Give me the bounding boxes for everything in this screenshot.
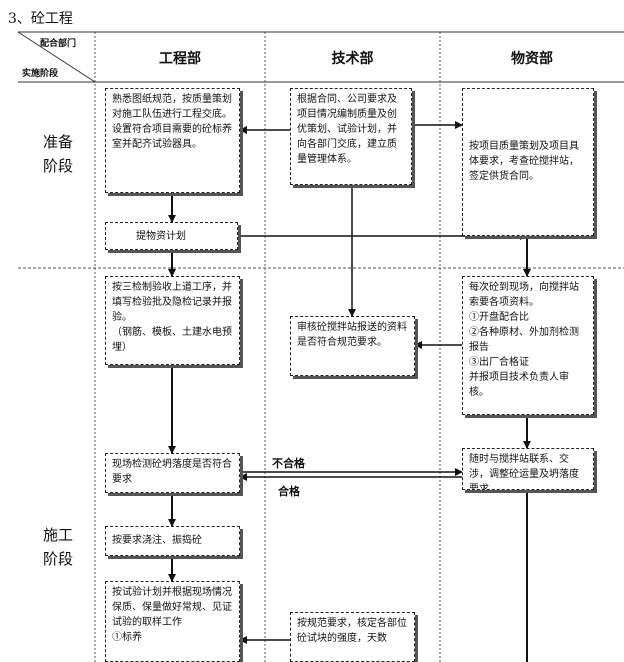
box-mat-contact: 随时与搅拌站联系、交涉，调整砼运量及坍落度要求。 — [462, 448, 594, 490]
header-diagonal — [17, 31, 96, 83]
box-tech-prep: 根据合同、公司要求及项目情况编制质量及创优策划、试验计划，并向各部门交底，建立质… — [290, 88, 412, 185]
phase-construction: 施工 阶段 — [42, 526, 73, 568]
header-corner-phase: 实施阶段 — [22, 69, 59, 79]
section-title: 3、砼工程 — [8, 11, 73, 27]
box-eng-slump: 现场检测砼坍落度是否符合要求 — [105, 453, 240, 493]
box-eng-pour: 按要求浇注、振捣砼 — [105, 526, 240, 556]
box-eng-plan: 提物资计划 — [105, 222, 238, 250]
column-header-materials: 物资部 — [511, 51, 553, 67]
box-tech-review: 审核砼搅拌站报送的资料是否符合规范要求。 — [290, 316, 415, 376]
header-corner-dept: 配合部门 — [40, 39, 77, 49]
box-eng-sample: 按试验计划并根据现场情况保质、保量做好常规、见证试验的取样工作 ①标养 — [105, 581, 240, 662]
column-header-engineering: 工程部 — [159, 51, 201, 67]
box-mat-prep: 按项目质量策划及项目具体要求，考查砼搅拌站，签定供货合同。 — [462, 88, 594, 236]
label-fail: 不合格 — [272, 457, 305, 470]
box-eng-check: 按三检制验收上道工序，并填写检验批及隐检记录并报验。 （钢筋、模板、土建水电预埋… — [105, 276, 240, 365]
box-tech-strength: 按规范要求，核定各部位砼试块的强度，天数 — [290, 612, 415, 662]
label-pass: 合格 — [278, 485, 300, 498]
box-eng-prep: 熟悉图纸规范，按质量策划对施工队伍进行工程交底。 设置符合项目需要的砼标养室并配… — [105, 88, 240, 193]
box-mat-arrival: 每次砼到现场，向搅拌站索要各项资料。 ①开盘配合比 ②各种原材、外加剂检测报告 … — [462, 276, 594, 415]
column-header-technical: 技术部 — [331, 51, 374, 67]
phase-prep: 准备 阶段 — [42, 133, 73, 175]
